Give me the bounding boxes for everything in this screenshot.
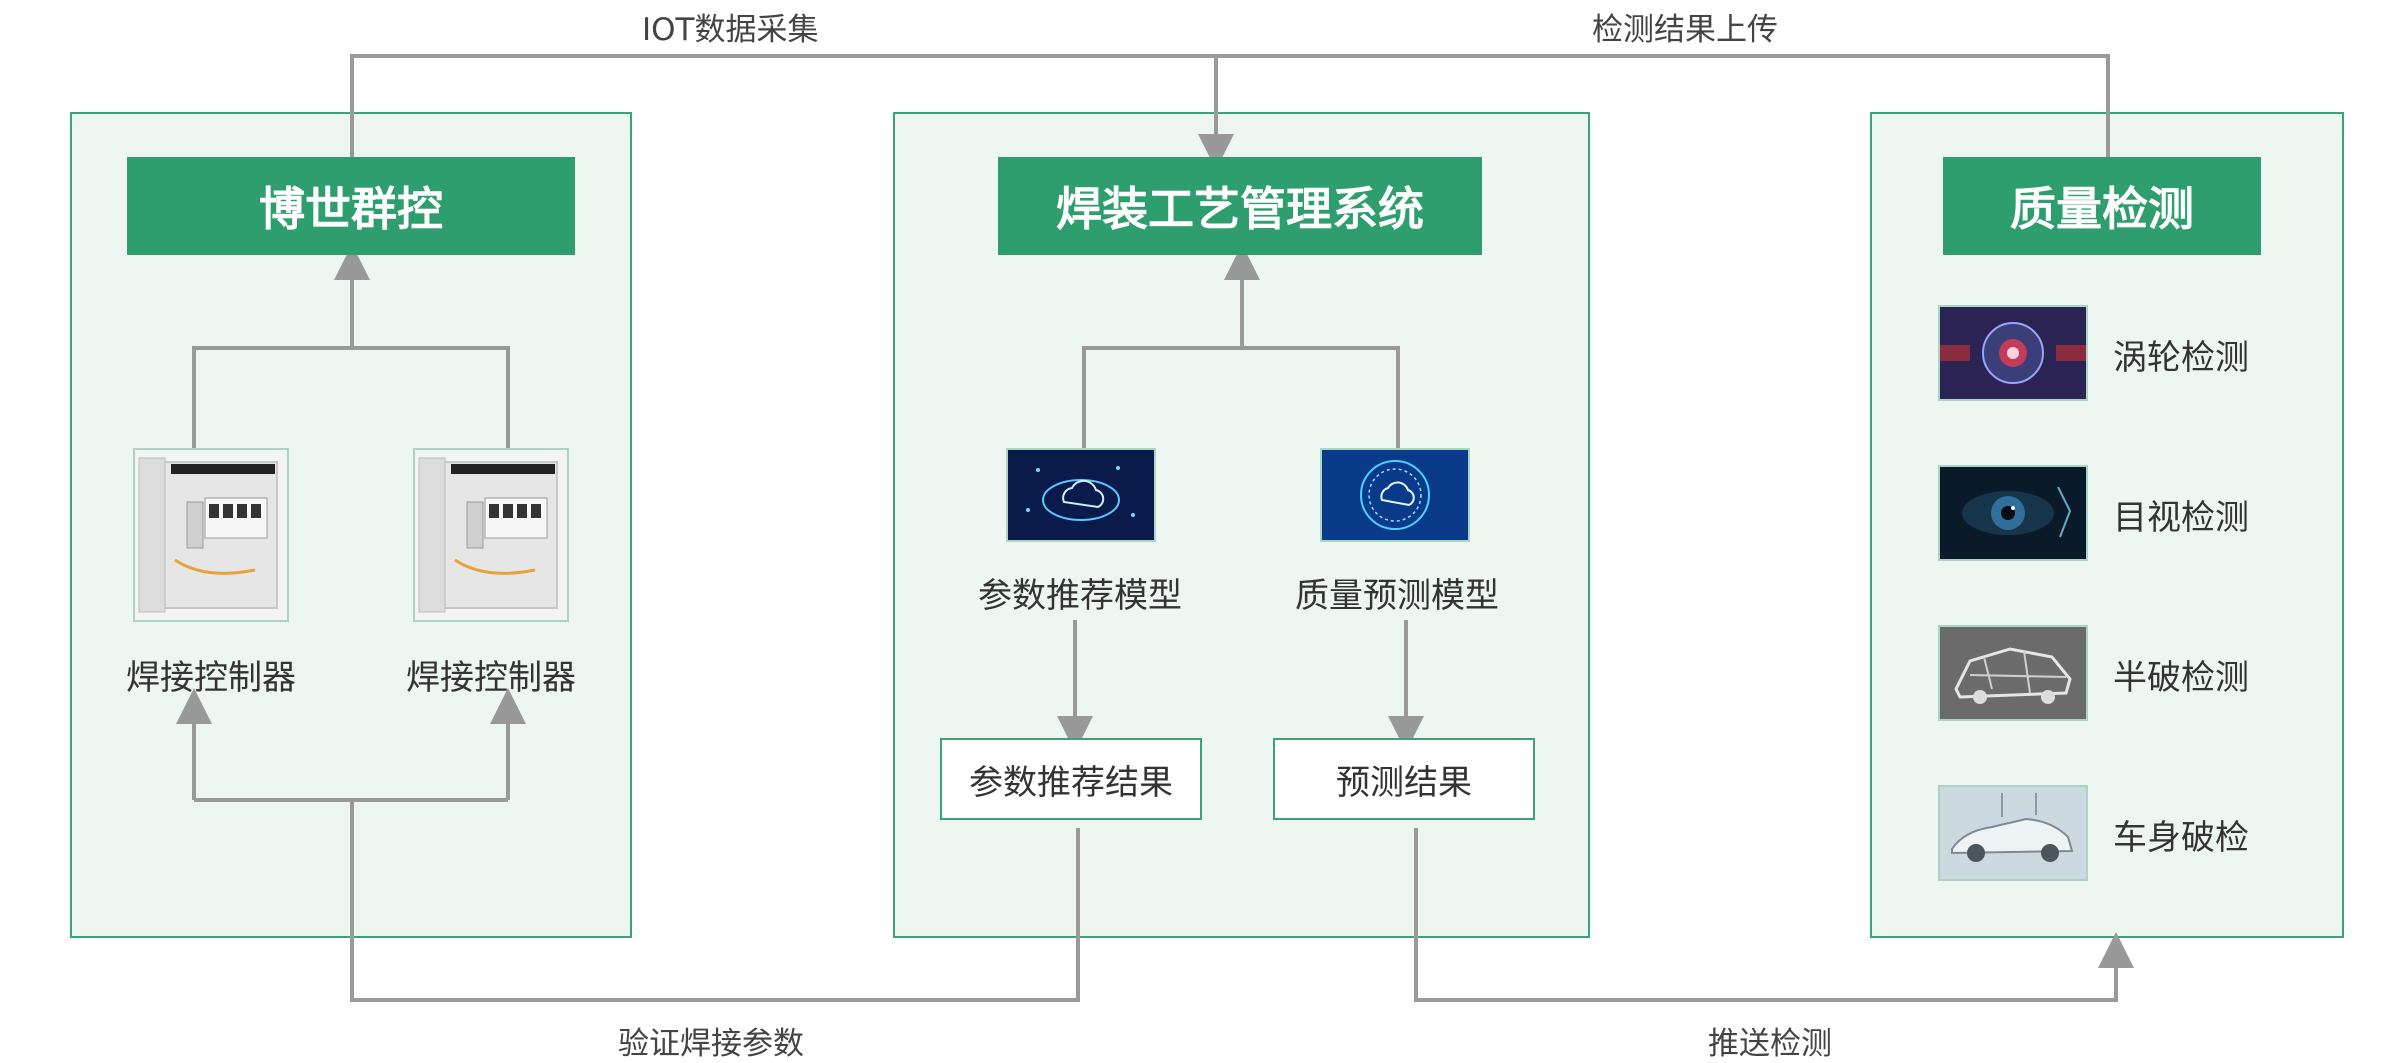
flow-iot-line xyxy=(350,54,1234,170)
controller-label-2: 焊接控制器 xyxy=(406,658,576,698)
quality-model-image xyxy=(1320,448,1470,542)
right-panel-title: 质量检测 xyxy=(1943,157,2261,255)
left-panel-title: 博世群控 xyxy=(127,157,575,255)
controller-label-1: 焊接控制器 xyxy=(126,658,296,698)
quality-model-label: 质量预测模型 xyxy=(1295,576,1499,616)
param-model-label: 参数推荐模型 xyxy=(978,576,1182,616)
param-result-box: 参数推荐结果 xyxy=(940,738,1202,820)
visual-inspection-label: 目视检测 xyxy=(2113,498,2249,538)
center-panel-title: 焊装工艺管理系统 xyxy=(998,157,1482,255)
visual-inspection-image xyxy=(1938,465,2088,561)
controller-image-1 xyxy=(133,448,289,622)
semi-destructive-inspection-image xyxy=(1938,625,2088,721)
flow-verify-line xyxy=(350,800,1080,1002)
flow-label-upload: 检测结果上传 xyxy=(1592,12,1778,48)
turbine-inspection-label: 涡轮检测 xyxy=(2113,338,2249,378)
flow-upload-line xyxy=(1216,54,2110,158)
center-merge-line xyxy=(1082,346,1400,448)
body-destructive-inspection-image xyxy=(1938,785,2088,881)
flow-push-line xyxy=(1414,828,2134,1002)
flow-label-iot: IOT数据采集 xyxy=(642,12,819,48)
flow-label-verify: 验证焊接参数 xyxy=(618,1026,804,1062)
prediction-result-box: 预测结果 xyxy=(1273,738,1535,820)
body-destructive-inspection-label: 车身破检 xyxy=(2113,818,2249,858)
param-model-image xyxy=(1006,448,1156,542)
semi-destructive-inspection-label: 半破检测 xyxy=(2113,658,2249,698)
turbine-inspection-image xyxy=(1938,305,2088,401)
left-merge-line xyxy=(192,346,510,448)
controller-image-2 xyxy=(413,448,569,622)
flow-label-push: 推送检测 xyxy=(1708,1026,1832,1062)
